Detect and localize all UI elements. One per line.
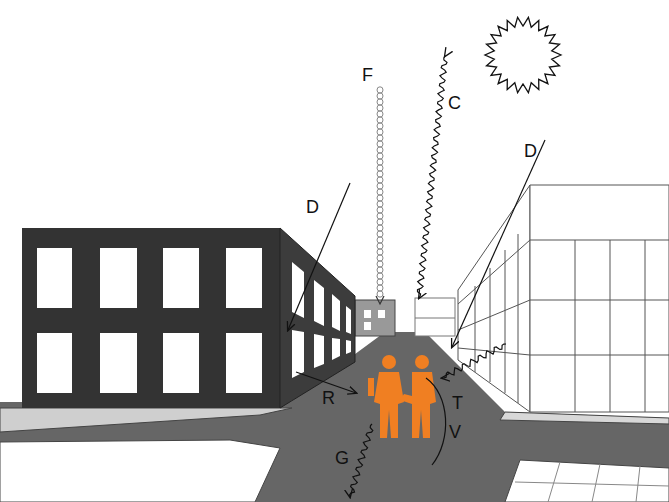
chain-link bbox=[377, 87, 383, 93]
chain-link bbox=[377, 99, 383, 105]
radiation-arrow bbox=[418, 56, 448, 298]
chain-link bbox=[377, 273, 383, 279]
thermal-arrow bbox=[442, 344, 506, 378]
chain-link bbox=[377, 141, 383, 147]
chain-link bbox=[377, 195, 383, 201]
window bbox=[378, 310, 385, 318]
chain-link bbox=[377, 243, 383, 249]
direct-sun-ray bbox=[288, 183, 350, 330]
chain-arrow bbox=[377, 87, 383, 297]
sun bbox=[485, 17, 561, 92]
chain-link bbox=[377, 267, 383, 273]
chain-link bbox=[377, 111, 383, 117]
chain-link bbox=[377, 177, 383, 183]
chain-link bbox=[377, 285, 383, 291]
ground-arrow bbox=[350, 424, 373, 497]
chain-link bbox=[377, 231, 383, 237]
wind-curve bbox=[426, 378, 446, 465]
chain-link bbox=[377, 225, 383, 231]
chain-link bbox=[377, 201, 383, 207]
chain-link bbox=[377, 147, 383, 153]
callout-letter: D bbox=[306, 198, 319, 216]
far-building bbox=[355, 300, 395, 336]
chain-link bbox=[377, 249, 383, 255]
chain-link bbox=[377, 129, 383, 135]
chain-link bbox=[377, 255, 383, 261]
dark-building bbox=[22, 228, 355, 408]
chain-link bbox=[377, 171, 383, 177]
chain-link bbox=[377, 207, 383, 213]
sidewalk bbox=[505, 460, 669, 502]
chain-link bbox=[377, 135, 383, 141]
direct-sun-ray bbox=[452, 140, 545, 347]
chain-link bbox=[377, 159, 383, 165]
callout-letter: D bbox=[524, 142, 537, 160]
chain-link bbox=[377, 219, 383, 225]
chain-link bbox=[377, 279, 383, 285]
callout-letter: R bbox=[322, 389, 335, 407]
far-building bbox=[415, 298, 455, 336]
callout-letter: F bbox=[362, 66, 373, 84]
callout-letter: G bbox=[335, 449, 349, 467]
sidewalk bbox=[0, 440, 280, 502]
callout-letter: T bbox=[452, 394, 463, 412]
chain-link bbox=[377, 261, 383, 267]
chain-link bbox=[377, 237, 383, 243]
chain-link bbox=[377, 117, 383, 123]
chain-link bbox=[377, 165, 383, 171]
window bbox=[364, 310, 371, 318]
window bbox=[364, 322, 371, 330]
sidewalk bbox=[500, 412, 669, 424]
callout-letter: V bbox=[449, 423, 461, 441]
sidewalk bbox=[0, 408, 292, 432]
callout-letter: C bbox=[448, 94, 461, 112]
paving bbox=[515, 462, 669, 502]
chain-link bbox=[377, 123, 383, 129]
chain-link bbox=[377, 213, 383, 219]
chain-link bbox=[377, 189, 383, 195]
pedestrians bbox=[368, 355, 436, 438]
chain-link bbox=[377, 93, 383, 99]
white-building bbox=[458, 185, 669, 412]
chain-link bbox=[377, 183, 383, 189]
chain-link bbox=[377, 105, 383, 111]
chain-link bbox=[377, 291, 383, 297]
chain-link bbox=[377, 153, 383, 159]
